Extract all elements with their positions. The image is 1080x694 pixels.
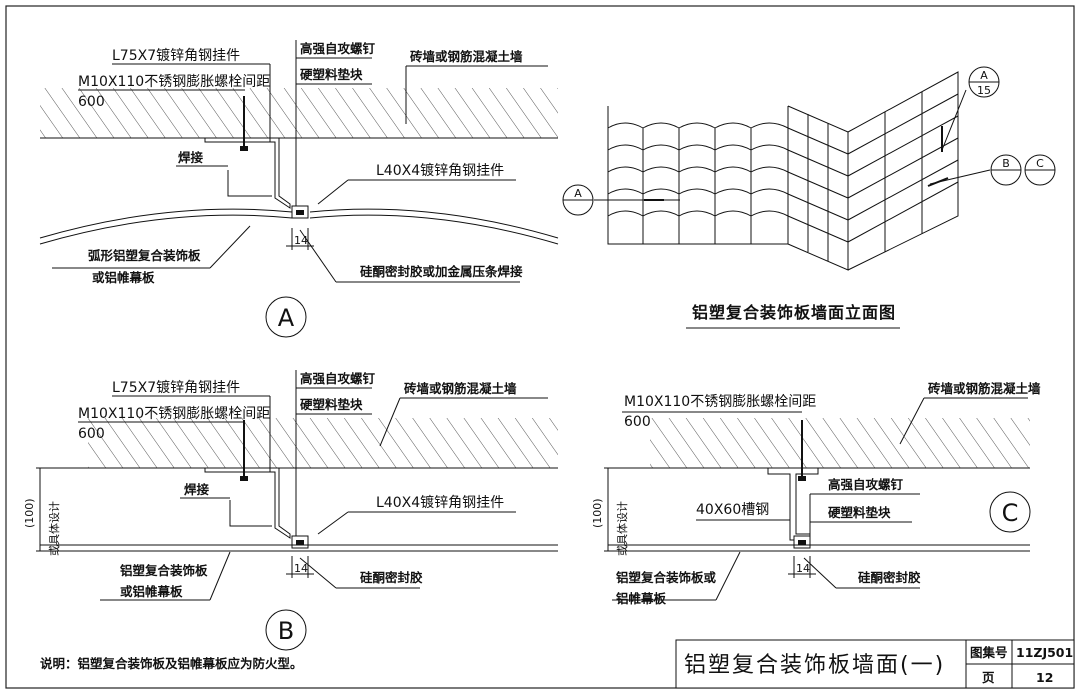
- label-panel-c-2: 铝帷幕板: [616, 591, 667, 606]
- label-wall-a: 砖墙或钢筋混凝土墙: [410, 49, 523, 64]
- callout-top-page: 15: [977, 84, 991, 97]
- label-weld-a: 焊接: [178, 150, 204, 165]
- label-bolt-spacing-c: 600: [624, 414, 651, 430]
- label-seal-c: 硅酮密封胶: [858, 570, 921, 585]
- detail-mark-b: B: [278, 617, 294, 645]
- label-panel-a-1: 弧形铝塑复合装饰板: [88, 248, 201, 263]
- callout-c-elev: C: [1036, 157, 1044, 170]
- label-wall-c: 砖墙或钢筋混凝土墙: [928, 381, 1041, 396]
- angle-bracket-a: [204, 138, 291, 209]
- detail-c: M10X110不锈钢膨胀螺栓间距 600 砖墙或钢筋混凝土墙 40X60槽钢 高…: [591, 381, 1041, 606]
- callout-a-elev: A: [574, 187, 582, 200]
- callout-b-elev: B: [1002, 157, 1010, 170]
- label-bolt-c: M10X110不锈钢膨胀螺栓间距: [624, 393, 816, 410]
- page-number: 12: [1036, 670, 1053, 685]
- label-weld-b: 焊接: [184, 482, 210, 497]
- label-pad-a: 硬塑料垫块: [300, 67, 363, 82]
- detail-mark-c: C: [1002, 499, 1019, 527]
- label-pad-b: 硬塑料垫块: [300, 397, 363, 412]
- dim-gap-c: 14: [796, 562, 810, 575]
- dim-gap-a: 14: [294, 234, 308, 247]
- label-panel-a-2: 或铝帷幕板: [92, 270, 155, 285]
- dim-depth-note-c: 或具体设计: [615, 501, 629, 556]
- label-channel-c: 40X60槽钢: [696, 502, 769, 518]
- label-wall-b: 砖墙或钢筋混凝土墙: [404, 381, 517, 396]
- label-screw-b: 高强自攻螺钉: [300, 371, 376, 386]
- label-seal-a: 硅酮密封胶或加金属压条焊接: [360, 264, 523, 279]
- label-bolt-b: M10X110不锈钢膨胀螺栓间距: [78, 405, 270, 422]
- title-block: 铝塑复合装饰板墙面(一) 图集号 11ZJ501 页 12: [675, 639, 1075, 689]
- label-bolt-spacing-b: 600: [78, 426, 105, 442]
- label-angle-hanger-a: L75X7镀锌角钢挂件: [112, 47, 240, 64]
- elevation-title: 铝塑复合装饰板墙面立面图: [692, 303, 896, 322]
- detail-a: L75X7镀锌角钢挂件 M10X110不锈钢膨胀螺栓间距 600 高强自攻螺钉 …: [39, 40, 559, 338]
- detail-mark-a: A: [278, 304, 295, 332]
- label-bolt-a: M10X110不锈钢膨胀螺栓间距: [78, 73, 270, 90]
- sheet-border: [5, 5, 1075, 689]
- dim-depth-note-b: 或具体设计: [47, 501, 61, 556]
- detail-b: L75X7镀锌角钢挂件 M10X110不锈钢膨胀螺栓间距 600 高强自攻螺钉 …: [23, 370, 558, 651]
- dim-gap-b: 14: [294, 562, 308, 575]
- label-seal-b: 硅酮密封胶: [360, 570, 423, 585]
- label-angle-hanger-b: L75X7镀锌角钢挂件: [112, 379, 240, 396]
- atlas-label: 图集号: [970, 645, 1008, 660]
- label-small-hanger-b: L40X4镀锌角钢挂件: [376, 494, 504, 511]
- dim-depth-b: (100): [23, 498, 36, 528]
- dim-depth-c: (100): [591, 498, 604, 528]
- page-label: 页: [982, 670, 995, 685]
- label-screw-a: 高强自攻螺钉: [300, 41, 376, 56]
- atlas-number: 11ZJ501: [1016, 645, 1073, 660]
- detail-mark-a-circle: [265, 296, 307, 338]
- label-panel-b-2: 或铝帷幕板: [120, 584, 183, 599]
- wall-hatch-a: [40, 88, 558, 138]
- label-panel-c-1: 铝塑复合装饰板或: [616, 570, 717, 585]
- label-panel-b-1: 铝塑复合装饰板: [120, 563, 208, 578]
- callout-top-elev: A: [980, 69, 988, 82]
- label-small-hanger-a: L40X4镀锌角钢挂件: [376, 162, 504, 179]
- drawing-note: 说明：铝塑复合装饰板及铝帷幕板应为防火型。: [40, 656, 303, 671]
- drawing-title: 铝塑复合装饰板墙面(一): [684, 653, 945, 678]
- label-pad-c: 硬塑料垫块: [828, 505, 891, 520]
- label-screw-c: 高强自攻螺钉: [828, 477, 904, 492]
- elevation-view: A A 15 B C 铝塑复合装饰板墙面立面图: [562, 66, 1056, 329]
- label-bolt-spacing-a: 600: [78, 94, 105, 110]
